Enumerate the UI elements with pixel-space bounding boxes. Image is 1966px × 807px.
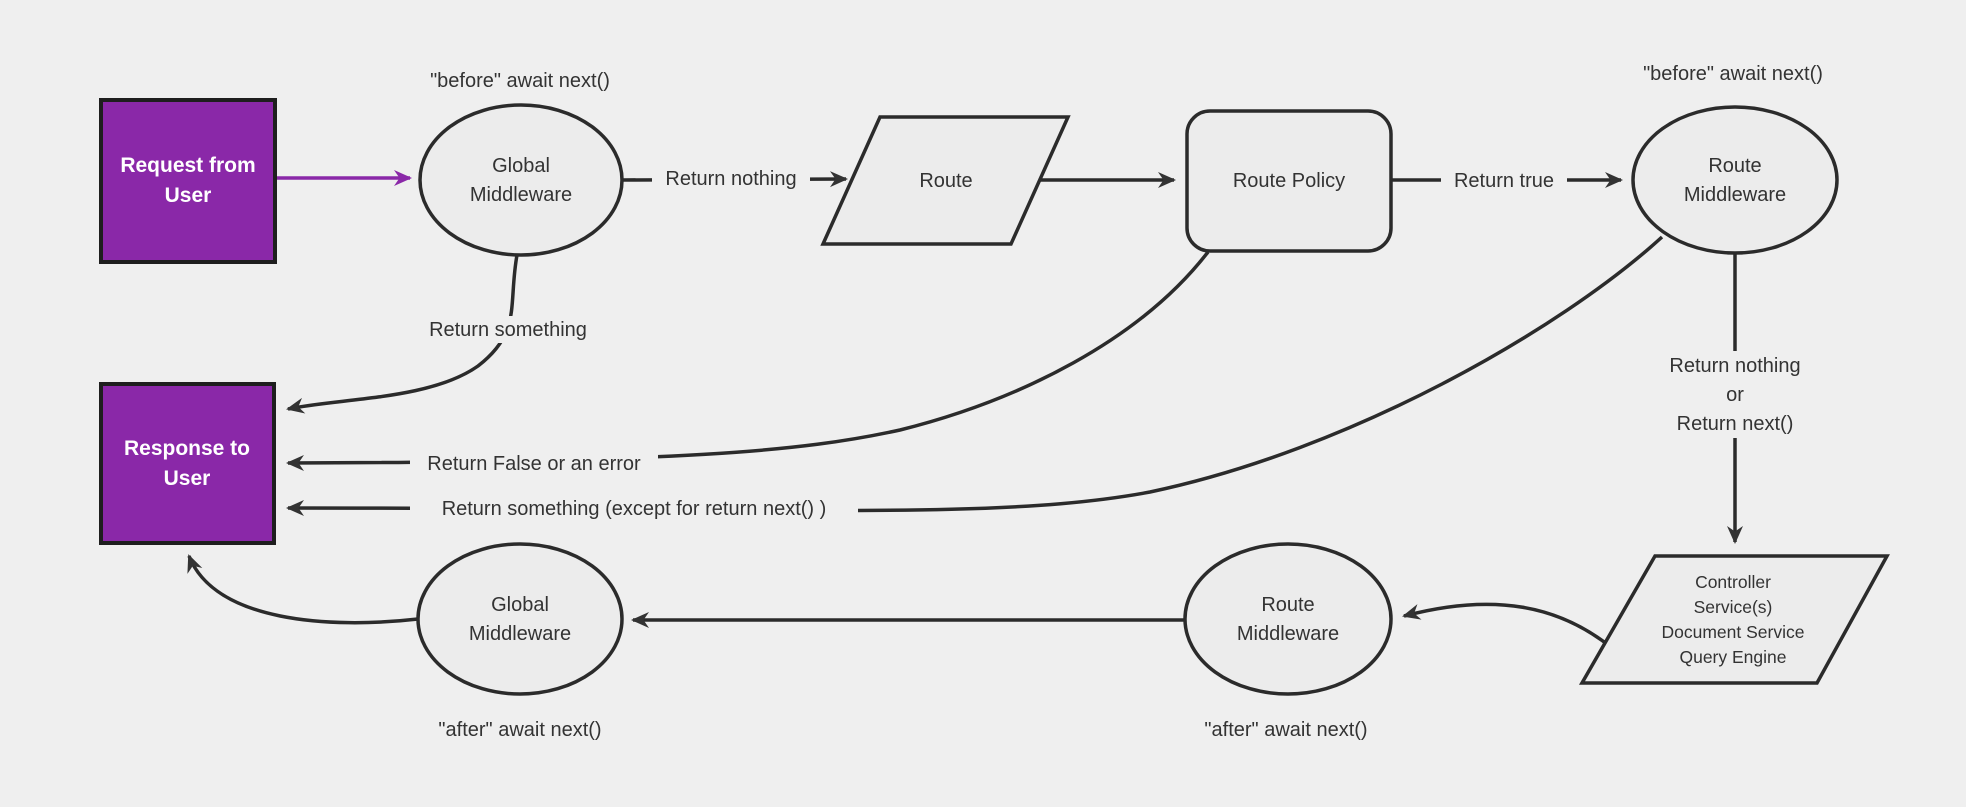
route-parallelogram (820, 115, 1071, 246)
label-bg-return-something-except (410, 495, 858, 522)
node-label-line: Middleware (1684, 184, 1786, 206)
route-middleware-top-ellipse (1631, 105, 1839, 255)
response-box-label-line: Response to (124, 437, 250, 460)
route-policy-rect (1185, 109, 1393, 253)
edge-controller-to-route-middleware-bottom (1402, 602, 1614, 650)
label-bg-return-true (1441, 167, 1567, 194)
node-label-line: Global (492, 155, 550, 177)
annotation-before-await-next-right: "before" await next() (1643, 63, 1823, 85)
route-middleware-bottom-ellipse (1183, 542, 1393, 696)
edge-global-middleware-return-something (286, 254, 519, 414)
response-box-label-line: User (164, 467, 211, 490)
response-box (99, 382, 276, 545)
controller-parallelogram (1578, 554, 1890, 685)
controller-label-line: Query Engine (1679, 647, 1786, 667)
request-box-label-line: User (165, 184, 212, 207)
node-label-line: Route (1708, 155, 1761, 177)
node-route-policy: Route Policy (1185, 109, 1393, 253)
global-middleware-bottom-ellipse (416, 542, 624, 696)
controller-label-line: Service(s) (1694, 597, 1773, 617)
edge-label-backgrounds (410, 165, 1822, 522)
edge-label-return-something-except: Return something (except for return next… (442, 498, 827, 520)
request-box-label-line: Request from (120, 154, 255, 177)
edge-label-line: Return nothing (1669, 355, 1800, 377)
edges (187, 170, 1743, 650)
route-policy-label: Route Policy (1233, 170, 1345, 192)
edge-label-return-nothing: Return nothing (665, 168, 796, 190)
node-label-line: Middleware (470, 184, 572, 206)
edge-label-line: Return next() (1677, 413, 1794, 435)
annotations: "before" await next() "before" await nex… (430, 63, 1823, 741)
edge-labels: Return nothing Return true Return someth… (427, 168, 1800, 520)
controller-label-line: Document Service (1662, 622, 1805, 642)
controller-label-line: Controller (1695, 572, 1771, 592)
edge-global-middleware-bottom-to-response (187, 554, 419, 625)
request-box (99, 98, 277, 264)
node-label-line: Middleware (469, 623, 571, 645)
label-bg-return-false (410, 450, 658, 477)
edge-label-line: or (1726, 384, 1744, 406)
annotation-after-await-next-left: "after" await next() (438, 719, 601, 741)
label-bg-return-nothing (652, 165, 810, 192)
node-label-line: Middleware (1237, 623, 1339, 645)
annotation-before-await-next-left: "before" await next() (430, 70, 610, 92)
label-bg-return-nothing-or (1648, 351, 1822, 438)
route-label: Route (919, 170, 972, 192)
edge-label-return-something: Return something (429, 319, 587, 341)
annotation-after-await-next-right: "after" await next() (1204, 719, 1367, 741)
edge-label-return-true: Return true (1454, 170, 1554, 192)
node-response-to-user: Response to User (99, 382, 276, 545)
label-bg-return-something (419, 316, 597, 343)
edge-label-return-false: Return False or an error (427, 453, 641, 475)
edge-route-policy-return-false (286, 250, 1210, 471)
node-label-line: Route (1261, 594, 1314, 616)
node-route: Route (820, 115, 1071, 246)
node-label-line: Global (491, 594, 549, 616)
response-box-label: Response to User (124, 437, 250, 490)
global-middleware-top-ellipse (418, 103, 624, 257)
